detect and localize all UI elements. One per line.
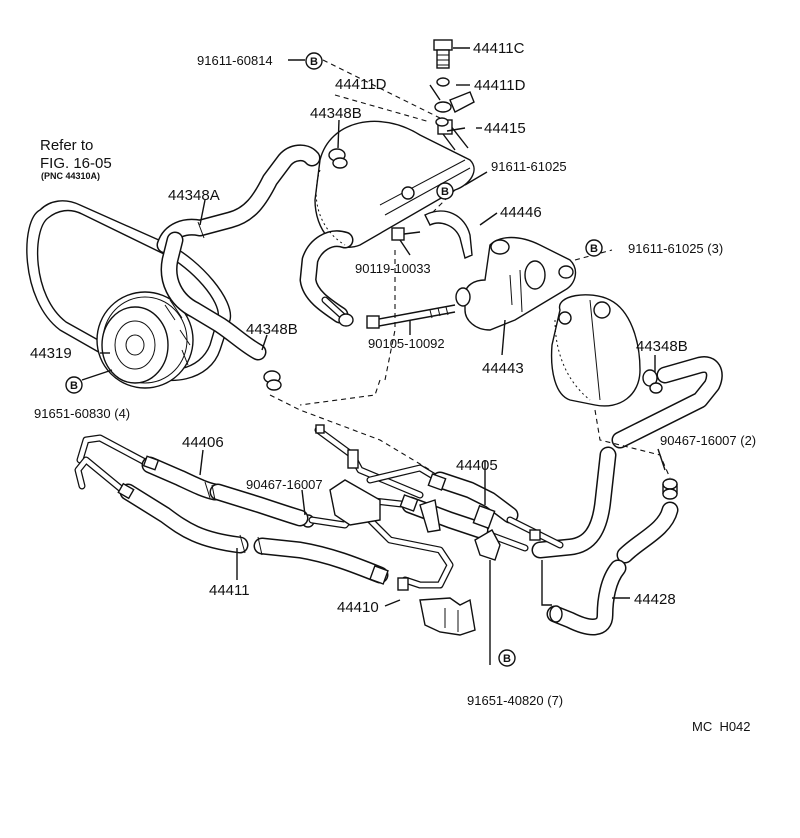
tube-brackets <box>329 479 501 636</box>
diagram-code: MC H042 <box>692 719 751 734</box>
label-44446: 44446 <box>500 204 542 221</box>
label-44411D-left: 44411D <box>335 76 387 93</box>
reference-line-2: FIG. 16-05 <box>40 155 112 172</box>
label-44411: 44411 <box>209 582 250 599</box>
pump-return-hose <box>531 356 723 636</box>
label-91651-40820: 91651-40820 (7) <box>467 693 563 708</box>
label-44443: 44443 <box>482 360 524 377</box>
bolt-marker-1: B <box>305 52 323 70</box>
label-44319: 44319 <box>30 345 72 362</box>
svg-text:B: B <box>441 186 449 198</box>
label-44405: 44405 <box>456 457 498 474</box>
label-91611-61025: 91611-61025 <box>491 159 567 174</box>
bolt-marker-5: B <box>498 649 516 667</box>
label-44348A: 44348A <box>168 187 220 204</box>
label-91651-60830: 91651-60830 (4) <box>34 406 130 421</box>
label-44411C: 44411C <box>473 40 525 57</box>
hidden-lines <box>269 59 671 479</box>
bolt-marker-3: B <box>585 239 603 257</box>
reference-line-3: (PNC 44310A) <box>41 171 100 181</box>
label-44415: 44415 <box>484 120 526 137</box>
label-90467-16007: 90467-16007 <box>246 477 323 492</box>
label-90467-16007-2: 90467-16007 (2) <box>660 433 756 448</box>
svg-text:B: B <box>590 243 598 255</box>
label-91611-60814: 91611-60814 <box>197 53 273 68</box>
bolt-marker-4: B <box>65 376 83 394</box>
label-44348B-right: 44348B <box>636 338 688 355</box>
power-steering-pump <box>550 294 641 407</box>
bolt-marker-2: B <box>436 182 454 200</box>
reservoir-hoses <box>156 144 354 361</box>
bolts <box>366 39 475 329</box>
label-90105-10092: 90105-10092 <box>368 336 445 351</box>
label-90119-10033: 90119-10033 <box>355 261 431 276</box>
label-44428: 44428 <box>634 591 676 608</box>
label-91611-61025-3: 91611-61025 (3) <box>628 241 723 256</box>
svg-text:B: B <box>503 653 511 665</box>
label-44348B-top: 44348B <box>310 105 362 122</box>
crankshaft-pulley <box>96 291 194 389</box>
svg-text:B: B <box>310 56 318 68</box>
pump-bracket <box>455 236 577 331</box>
drive-belt <box>26 200 232 382</box>
label-44410: 44410 <box>337 599 379 616</box>
pressure-lines <box>74 424 564 591</box>
label-44406: 44406 <box>182 434 224 451</box>
svg-text:B: B <box>70 380 78 392</box>
leader-lines <box>81 47 666 665</box>
label-44348B-mid: 44348B <box>246 321 298 338</box>
reference-line-1: Refer to <box>40 137 93 154</box>
label-44411D-right: 44411D <box>474 77 526 94</box>
